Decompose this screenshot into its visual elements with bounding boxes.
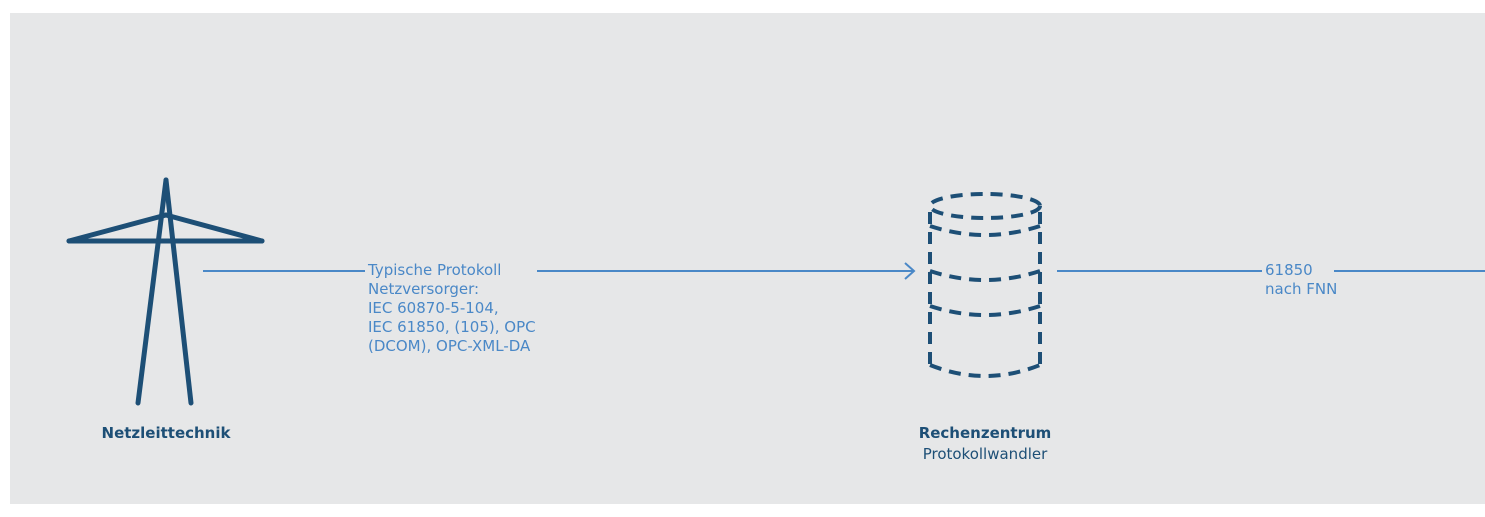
power-pylon-icon [66, 177, 265, 406]
connector-grid-to-datacenter [203, 262, 916, 280]
protocol-label-line: IEC 60870-5-104, [368, 299, 499, 317]
protocol-label-line: Netzversorger: [368, 280, 480, 298]
protocol-label-line: IEC 61850, (105), OPC [368, 318, 536, 336]
outbound-protocol-label-line: nach FNN [1265, 280, 1338, 298]
outbound-protocol-label-line: 61850 [1265, 261, 1313, 279]
protocol-label: Typische Protokoll Netzversorger: IEC 60… [368, 261, 536, 356]
data-center-title: Rechenzentrum [918, 424, 1052, 442]
diagram-panel [10, 13, 1485, 504]
outbound-protocol-label: 61850 nach FNN [1265, 261, 1337, 299]
protocol-label-line: (DCOM), OPC-XML-DA [368, 337, 531, 355]
data-center-subtitle: Protokollwandler [922, 445, 1048, 463]
protocol-label-line: Typische Protokoll [368, 261, 502, 279]
database-icon [928, 192, 1042, 378]
grid-control-title: Netzleittechnik [101, 424, 231, 442]
arrow-head-icon [904, 262, 916, 280]
